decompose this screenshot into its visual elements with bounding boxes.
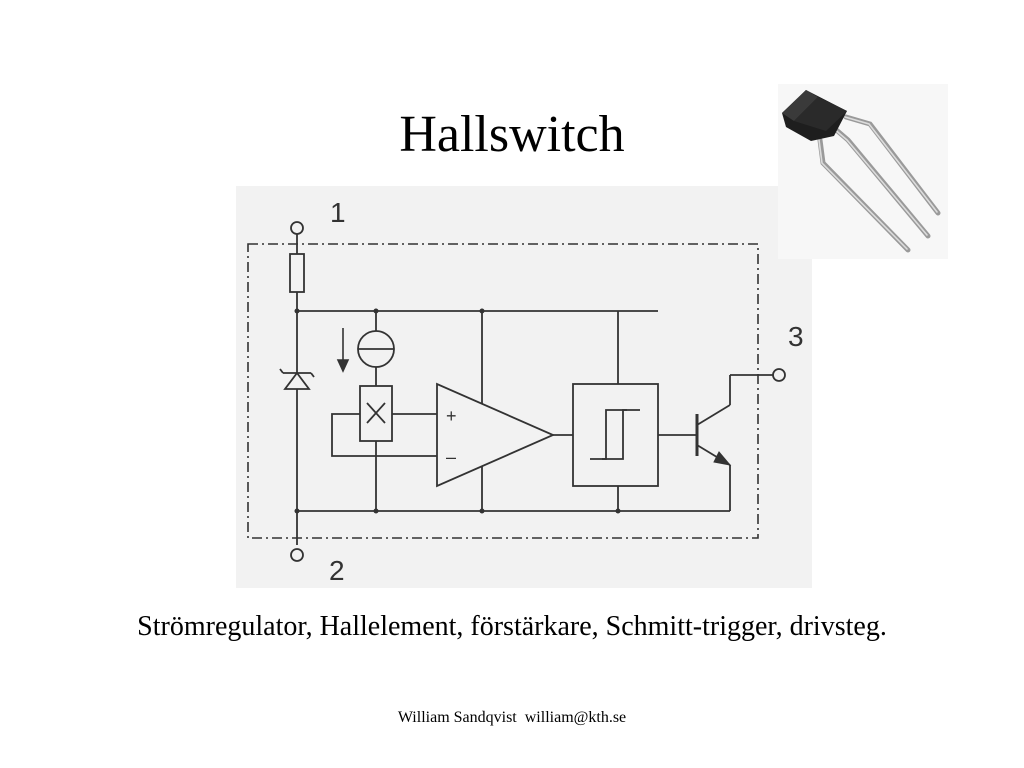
pin1-terminal bbox=[290, 221, 304, 235]
pin3-label: 3 bbox=[788, 321, 804, 352]
pin2-terminal bbox=[290, 548, 304, 562]
opamp-plus-label: + bbox=[446, 406, 457, 426]
slide-title: Hallswitch bbox=[399, 106, 625, 163]
pin2-label: 2 bbox=[329, 555, 345, 586]
caption: Strömregulator, Hallelement, förstärkare… bbox=[137, 611, 887, 642]
pin3-terminal bbox=[772, 368, 786, 382]
zener-diode bbox=[283, 371, 311, 390]
hall-sensor-photo bbox=[778, 84, 948, 259]
pin1-label: 1 bbox=[330, 197, 346, 228]
footer-author: William Sandqvist william@kth.se bbox=[397, 709, 627, 726]
series-resistor bbox=[289, 253, 305, 293]
op-amp bbox=[436, 382, 556, 488]
magnetic-field-arrow bbox=[336, 328, 350, 373]
package-boundary bbox=[247, 243, 759, 539]
schematic-background bbox=[236, 186, 812, 588]
opamp-minus-label: – bbox=[446, 447, 456, 467]
hall-switch-schematic: + – 1 2 3 bbox=[236, 186, 812, 588]
schmitt-trigger bbox=[572, 383, 659, 487]
